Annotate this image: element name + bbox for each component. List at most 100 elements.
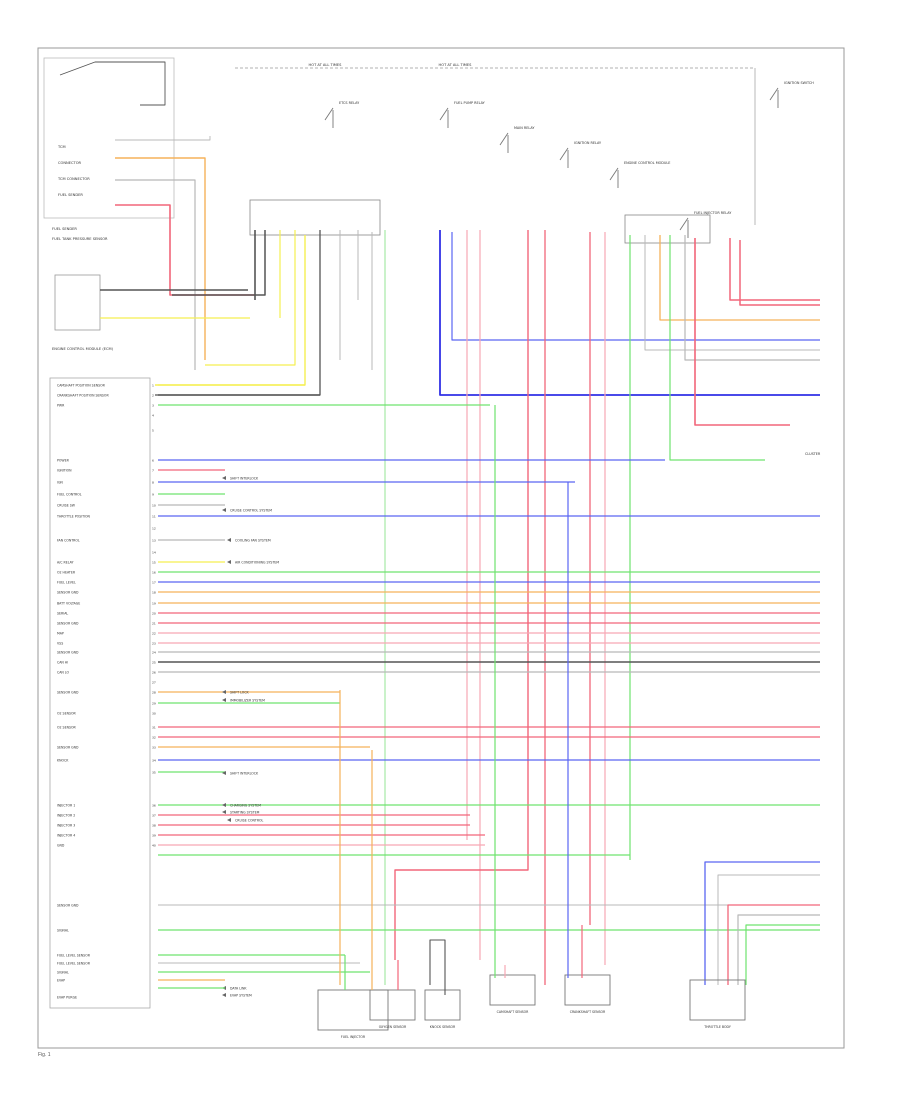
ecm-pin-number: 38 bbox=[152, 824, 156, 828]
inline-callout: SHIFT INTERLOCK bbox=[230, 477, 259, 481]
ecm-pin-number: 10 bbox=[152, 504, 156, 508]
relay-switch-icon bbox=[324, 107, 334, 128]
ecm-pin-label: CRANKSHAFT POSITION SENSOR bbox=[57, 394, 109, 398]
ecm-pin-number: 1 bbox=[152, 384, 154, 388]
ecm-pin-label: INJECTOR 1 bbox=[57, 804, 75, 808]
inline-callout: EVAP SYSTEM bbox=[230, 994, 252, 998]
power-label-left: HOT AT ALL TIMES bbox=[309, 63, 343, 67]
ecm-pin-label: SERIAL bbox=[57, 612, 68, 616]
ecm-pin-number: 31 bbox=[152, 726, 156, 730]
relay-label: ETCS RELAY bbox=[339, 101, 360, 105]
component-label: ENGINE CONTROL MODULE (ECM) bbox=[52, 347, 114, 351]
arrow-icon bbox=[222, 810, 226, 814]
relay-label: FUEL INJECTOR RELAY bbox=[694, 211, 732, 215]
relay-label: FUEL PUMP RELAY bbox=[454, 101, 486, 105]
wire-red bbox=[727, 904, 820, 985]
ecm-pin-number: 40 bbox=[152, 844, 156, 848]
ecm-pin-label: GND bbox=[57, 844, 65, 848]
inline-callout: DATA LINK bbox=[230, 987, 247, 991]
wire-red bbox=[394, 230, 529, 960]
arrow-icon bbox=[222, 690, 226, 694]
ecm-pin-number: 34 bbox=[152, 759, 156, 763]
wire-blue bbox=[439, 230, 820, 396]
ecm-pin-label: IGNITION bbox=[57, 469, 72, 473]
ecm-pin-label: POWER bbox=[57, 459, 70, 463]
inline-callout: AIR CONDITIONING SYSTEM bbox=[235, 561, 279, 565]
ecm-pin-number: 8 bbox=[152, 481, 154, 485]
relay-switch-icon bbox=[769, 87, 779, 108]
component-label: FUEL TANK PRESSURE SENSOR bbox=[52, 237, 108, 241]
lower-pin-label: SIGNAL bbox=[57, 929, 69, 933]
ecm-pin-number: 23 bbox=[152, 642, 156, 646]
ecm-pin-number: 14 bbox=[152, 551, 156, 555]
ecm-pin-number: 7 bbox=[152, 469, 154, 473]
inline-callout: SHIFT LOCK bbox=[230, 691, 249, 695]
arrow-icon bbox=[222, 476, 226, 480]
arrow-icon bbox=[227, 818, 231, 822]
wire-orange bbox=[115, 157, 206, 360]
ecm-pin-label: CRUISE SW bbox=[57, 504, 76, 508]
bottom-component bbox=[564, 974, 611, 1006]
power-label-right: HOT AT ALL TIMES bbox=[439, 63, 473, 67]
ecm-pin-label: SENSOR GND bbox=[57, 691, 79, 695]
ecm-pin-number: 28 bbox=[152, 691, 156, 695]
wire bbox=[429, 939, 446, 995]
ecm-pin-number: 20 bbox=[152, 612, 156, 616]
ecm-pin-number: 21 bbox=[152, 622, 156, 626]
component-label: FUEL SENDER bbox=[52, 227, 77, 231]
arrow-icon bbox=[227, 560, 231, 564]
inline-callout: COOLING FAN SYSTEM bbox=[235, 539, 271, 543]
wire-blue bbox=[451, 232, 820, 341]
arrow-icon bbox=[227, 538, 231, 542]
ecm-pin-number: 25 bbox=[152, 661, 156, 665]
ecm-pin-number: 33 bbox=[152, 746, 156, 750]
arrow-icon bbox=[222, 698, 226, 702]
ecm-pin-label: PWR bbox=[57, 404, 65, 408]
bottom-component bbox=[489, 974, 536, 1006]
ecm-pin-label: O2 HEATER bbox=[57, 571, 76, 575]
relay-switch-icon bbox=[559, 147, 569, 168]
wire-red bbox=[694, 238, 790, 426]
top-left-label: TCM CONNECTOR bbox=[57, 177, 90, 181]
figure-label: Fig. 1 bbox=[38, 1052, 51, 1058]
bottom-component-label: FUEL INJECTOR bbox=[341, 1035, 366, 1039]
relay-switch-icon bbox=[609, 167, 619, 188]
ecm-pin-label: MAP bbox=[57, 632, 64, 636]
ecm-pin-label: VSS bbox=[57, 642, 63, 646]
ecm-pin-label: O2 SENSOR bbox=[57, 712, 77, 716]
wire bbox=[737, 914, 820, 985]
inline-callout: CRUISE CONTROL SYSTEM bbox=[230, 509, 272, 513]
ecm-pin-number: 9 bbox=[152, 493, 154, 497]
ecm-pin-label: FUEL LEVEL bbox=[57, 581, 76, 585]
lower-pin-label: EVAP PURGE bbox=[57, 996, 77, 1000]
ecm-pin-number: 29 bbox=[152, 702, 156, 706]
lower-pin-label: SIGNAL bbox=[57, 971, 69, 975]
ecm-pin-label: KNOCK bbox=[57, 759, 69, 763]
ecm-pin-number: 27 bbox=[152, 681, 156, 685]
top-left-label: TCM bbox=[57, 145, 66, 149]
ecm-pin-label: CAN LO bbox=[57, 671, 69, 675]
ecm-pin-label: CAN HI bbox=[57, 661, 68, 665]
ecm-pin-number: 13 bbox=[152, 539, 156, 543]
ecm-pin-label: FAN CONTROL bbox=[57, 539, 80, 543]
wire bbox=[115, 179, 196, 370]
wire-red bbox=[115, 204, 255, 296]
bottom-component-label: CRANKSHAFT SENSOR bbox=[570, 1010, 606, 1014]
wire-yellow bbox=[205, 230, 296, 366]
bottom-component bbox=[689, 979, 746, 1021]
top-left-block bbox=[43, 57, 175, 219]
wire bbox=[717, 874, 820, 985]
ecm-pin-number: 15 bbox=[152, 561, 156, 565]
relay-label: IGNITION SWITCH bbox=[784, 81, 814, 85]
wire bbox=[172, 230, 266, 296]
ecm-pin-number: 6 bbox=[152, 459, 154, 463]
arrow-icon bbox=[222, 803, 226, 807]
relay-label: IGNITION RELAY bbox=[574, 141, 602, 145]
inline-callout: IMMOBILIZER SYSTEM bbox=[230, 699, 265, 703]
ecm-pin-number: 37 bbox=[152, 814, 156, 818]
wire-red bbox=[739, 240, 820, 306]
ecm-pin-number: 5 bbox=[152, 429, 154, 433]
ecm-pin-label: BATT VOLTAGE bbox=[57, 602, 80, 606]
wire-yellow bbox=[155, 235, 306, 386]
connector-housing bbox=[624, 214, 711, 244]
